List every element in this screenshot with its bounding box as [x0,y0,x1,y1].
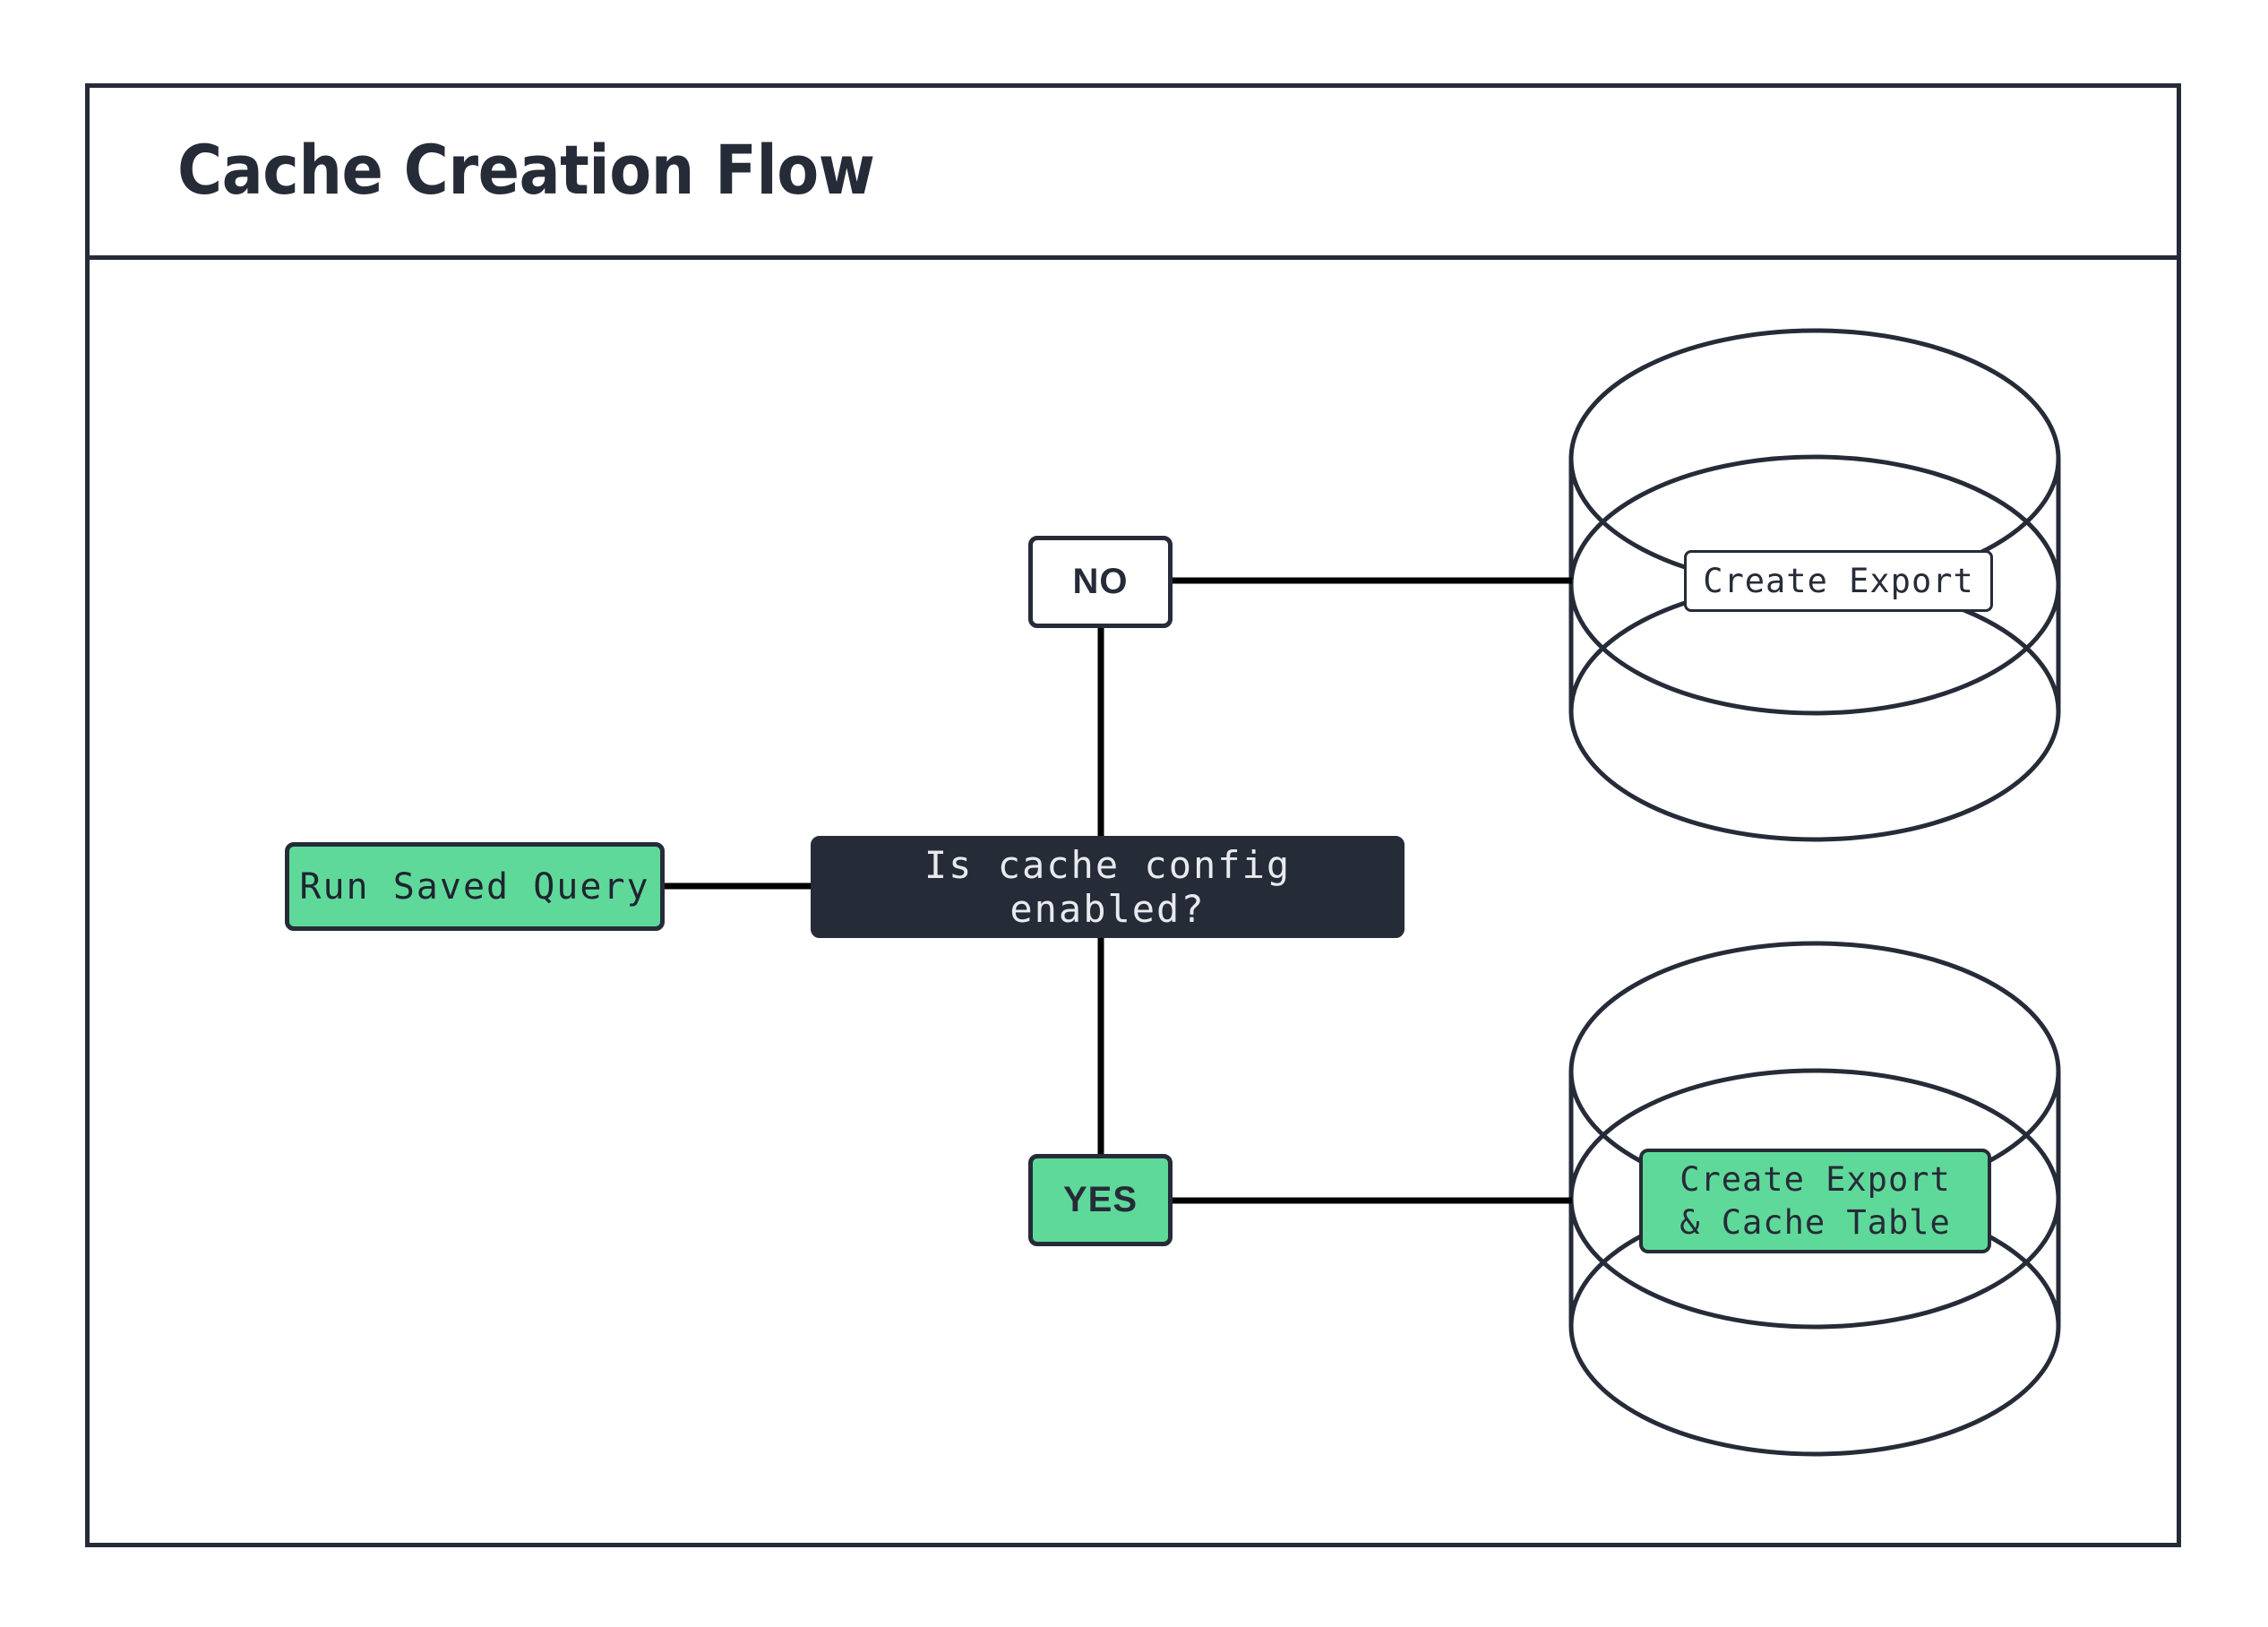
node-run-saved-query[interactable]: Run Saved Query [285,842,665,931]
node-create-export-label[interactable]: Create Export [1684,550,1993,612]
diagram-frame [85,83,2181,1547]
node-branch-label-no[interactable]: NO [1028,536,1173,628]
node-create-export-cache-table-label[interactable]: Create Export & Cache Table [1639,1149,1991,1253]
node-decision-is-cache-config-enabled[interactable]: Is cache config enabled? [811,836,1405,938]
node-branch-label-yes[interactable]: YES [1028,1154,1173,1246]
diagram-title-bar: Cache Creation Flow [85,83,2181,260]
diagram-title: Cache Creation Flow [177,129,875,210]
label-line-1: Create Export [1680,1160,1951,1200]
label-line-2: & Cache Table [1680,1202,1951,1242]
